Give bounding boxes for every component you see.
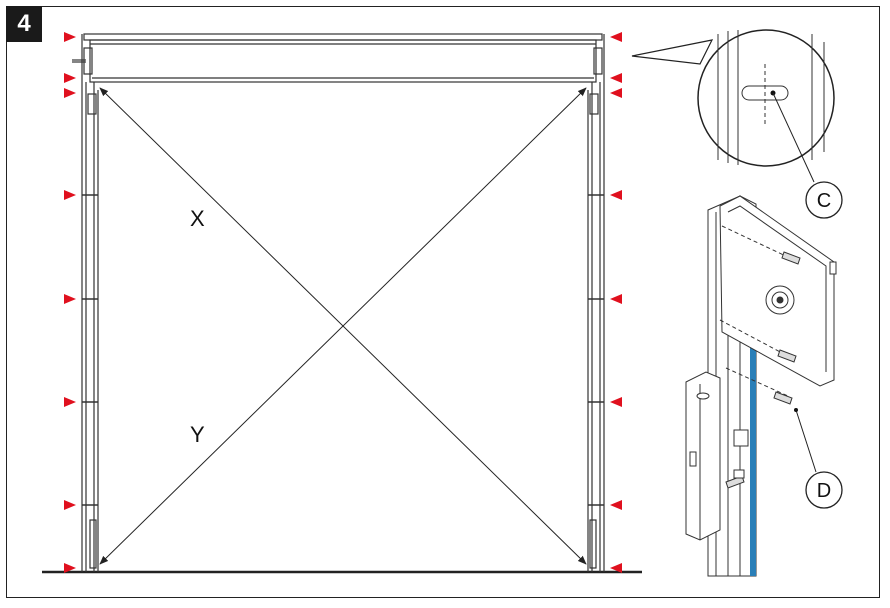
marker-arrow: [64, 88, 76, 98]
diagonal-x-label: X: [190, 206, 205, 231]
marker-arrow: [610, 294, 622, 304]
marker-arrow: [610, 88, 622, 98]
callout-c-label: C: [817, 190, 831, 212]
diagonal-y-label: Y: [190, 422, 205, 447]
marker-arrow: [610, 73, 622, 83]
marker-arrow: [64, 73, 76, 83]
bracket-assembly: [685, 195, 837, 577]
callout-d-dot: [794, 408, 798, 412]
rail-ticks: [82, 194, 604, 506]
callout-d-circle: [805, 471, 843, 509]
left-markers: [64, 32, 76, 573]
marker-arrow: [610, 190, 622, 200]
diagram-frame: [6, 6, 880, 598]
callout-d-leader: [795, 409, 817, 473]
marker-arrow: [64, 397, 76, 407]
marker-arrow: [610, 32, 622, 42]
marker-arrow: [610, 397, 622, 407]
right-markers: [610, 32, 622, 573]
detail-magnifier: [631, 29, 835, 183]
marker-arrow: [610, 500, 622, 510]
marker-arrow: [64, 32, 76, 42]
marker-arrow: [64, 294, 76, 304]
diagonal-y: [99, 87, 587, 565]
step-number-badge: 4: [6, 6, 42, 42]
marker-arrow: [64, 500, 76, 510]
callout-d-label: D: [817, 480, 831, 502]
door-frame: [72, 33, 605, 572]
marker-arrow: [64, 190, 76, 200]
callout-c-circle: [805, 181, 843, 219]
marker-arrow: [64, 563, 76, 573]
marker-arrow: [610, 563, 622, 573]
